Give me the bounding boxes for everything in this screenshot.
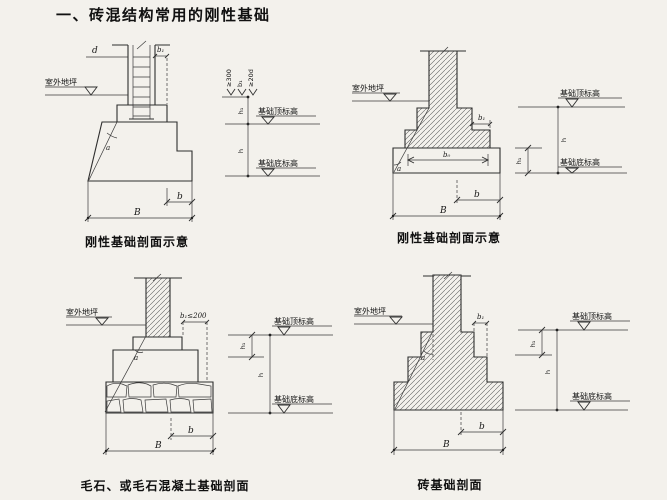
min-300-label: ≥300 [225,69,233,87]
foundation-bottom-level-label: 基础底标高 [274,394,314,404]
elevation-marks: 基础顶标高 h h₁ 基础底标高 [515,88,627,177]
hatched-stepped-foundation [393,274,504,411]
angle-a-label: a [397,165,401,173]
hatched-wall [145,277,171,338]
dim-b1-label: b₁ [477,313,484,321]
dim-h1-label: h₁ [515,157,523,164]
dimension-b: b [167,413,217,440]
outdoor-ground-label: 室外地坪 [354,306,386,316]
dimension-B: B [102,413,217,455]
dim-b-label: b [474,190,480,200]
panel2-caption: 刚性基础剖面示意 [397,230,501,245]
dim-B-label: B [154,441,162,451]
panel4-caption: 砖基础剖面 [417,477,482,492]
dim-b1-label: b₁ [157,46,164,54]
level-symbol-icon [261,168,275,177]
hatched-foundation-body [404,50,491,149]
angle-a-label: a [134,354,138,362]
elevation-marks: 基础顶标高 h₁ h 基础底标高 [228,316,333,415]
rubble-stone-masonry [105,381,214,414]
dim-h1-label: h₁ [237,107,245,114]
dim-b-label: b [188,426,194,436]
dim-h1-label: h₁ [529,340,537,347]
rebar-cage [129,45,154,120]
diagram-brick-foundation: 室外地坪 b₁ a b [354,271,630,492]
foundation-top-level-label: 基础顶标高 [258,106,298,116]
foundation-bottom-level-label: 基础底标高 [560,157,600,167]
dim-d-label: d [92,46,98,56]
level-symbol-icon [95,317,109,326]
outdoor-ground-level: 室外地坪 [45,77,128,96]
dim-h-label: h [237,149,245,153]
dim-B-label: B [133,208,141,218]
dim-h-label: h [257,373,265,377]
dimension-B: B [390,410,507,455]
step-max-label: b₁≤200 [180,312,207,320]
level-symbol-icon [564,167,580,174]
dim-b0-label: b₀ [443,151,450,159]
level-symbol-icon [84,86,98,96]
level-symbol-icon [577,321,591,331]
outdoor-ground-label: 室外地坪 [352,83,384,93]
level-symbol-icon [383,93,397,102]
dim-b1-anchor-label: b₁ [236,80,244,87]
dim-B-label: B [439,206,447,216]
foundation-top-level-label: 基础顶标高 [560,88,600,98]
page-title: 一、砖混结构常用的刚性基础 [56,6,271,24]
dim-B-label: B [442,440,450,450]
foundation-top-level-label: 基础顶标高 [274,316,314,326]
level-symbol-icon [261,116,275,125]
outdoor-ground-label: 室外地坪 [45,77,77,87]
outdoor-ground-level: 室外地坪 [354,306,433,325]
outdoor-ground-label: 室外地坪 [66,307,98,317]
level-symbol-icon [577,401,591,411]
level-symbol-icon [277,326,291,336]
dimension-b: b [457,410,507,437]
diagram-rigid-foundation-concrete: 室外地坪 b₁ b₀ a [352,46,627,245]
dim-b1-label: b₁ [478,114,485,122]
foundation-bottom-level-label: 基础底标高 [258,158,298,168]
elevation-marks: ≥300 b₁ ≥20d h₁ 基础顶标高 h 基础底标高 [222,69,320,178]
outdoor-ground-level: 室外地坪 [352,83,429,102]
panel3-caption: 毛石、或毛石混凝土基础剖面 [80,478,249,493]
dim-b-label: b [479,422,485,432]
min-20d-label: ≥20d [247,69,255,87]
outdoor-ground-level: 室外地坪 [66,307,146,326]
level-symbol-icon [277,404,291,414]
diagram-rubble-stone-foundation: 室外地坪 b₁≤200 a [66,273,333,493]
dimension-B: B [84,181,196,222]
dim-h1-label: h₁ [239,342,247,349]
foundation-top-level-label: 基础顶标高 [572,311,612,321]
dim-b-label: b [177,192,183,202]
dimension-B: B [389,173,504,220]
angle-a-label: a [106,144,110,152]
level-symbol-icon [389,316,403,325]
dimension-b: b [453,173,504,220]
angle-a-label: a [421,354,425,362]
dimension-b: b [163,181,196,206]
dimension-b0: b₀ [406,151,490,166]
elevation-marks: 基础顶标高 h₁ h 基础底标高 [515,311,630,412]
level-symbol-icon [565,98,579,108]
dim-h-label: h [544,370,552,374]
foundation-bottom-level-label: 基础底标高 [572,391,612,401]
panel1-caption: 刚性基础剖面示意 [85,234,189,249]
diagram-rigid-foundation-reinforced: d b₁ 室外地坪 a b [45,40,320,249]
dim-h-label: h [560,138,568,142]
